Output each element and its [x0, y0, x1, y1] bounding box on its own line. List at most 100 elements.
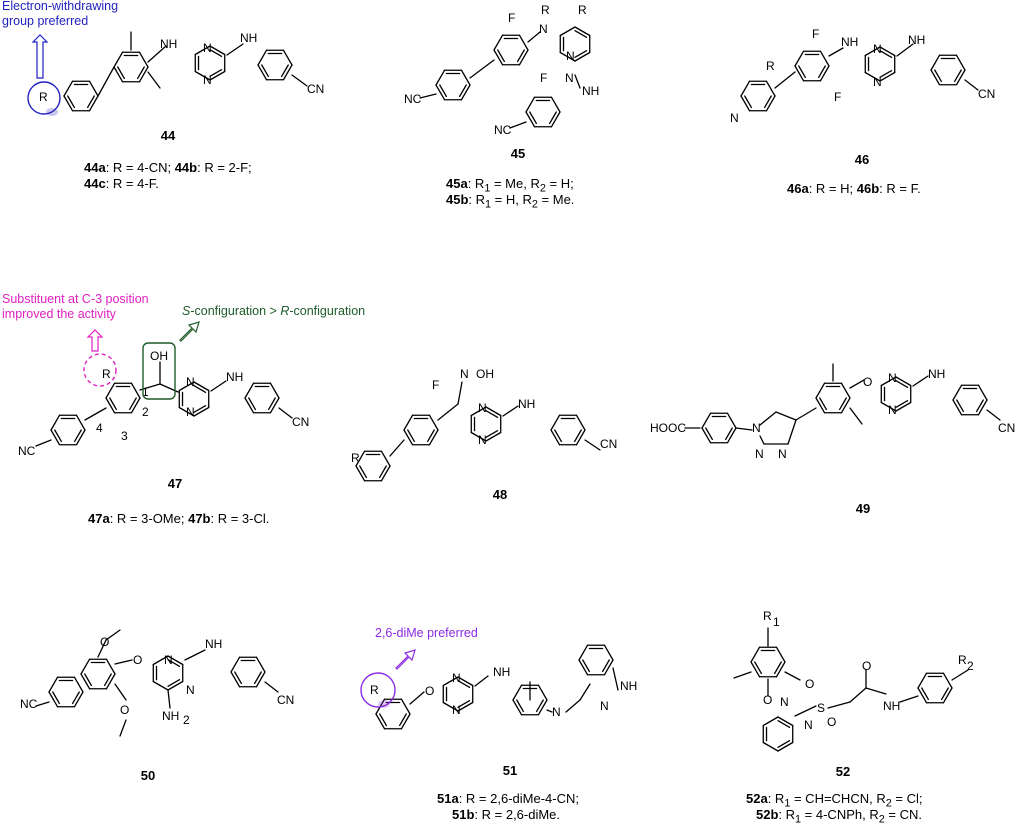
text-52a-end: = Cl; [891, 791, 923, 806]
bond-lines [35, 26, 1001, 752]
ring-46-c [930, 69, 941, 86]
sub-52a-1: 1 [784, 797, 791, 810]
sub-45a-2: 2 [539, 182, 546, 195]
bond-51-nh [474, 675, 489, 687]
ring-49-b [840, 397, 851, 414]
ring-44-pyrimidine [209, 70, 226, 81]
ring-51-a [375, 713, 386, 730]
atom-50-o2: O [120, 703, 129, 717]
atom-51-nh: NH [493, 665, 510, 679]
atom-44-n1: N [203, 41, 212, 55]
ring-49-b [815, 397, 826, 414]
text-51b: : R = 2,6-diMe. [474, 807, 561, 822]
ring-51-indazole-benz [601, 659, 610, 673]
ring-45-a [439, 84, 448, 98]
ring-50-c [255, 656, 266, 673]
ring-52-a [773, 661, 782, 675]
ring-46-b [794, 65, 805, 82]
label-52b: 52b [756, 807, 779, 822]
ring-51-piperidine [512, 699, 523, 716]
bond-50-ome1 [97, 639, 107, 658]
ring-48-a [355, 450, 366, 467]
ring-47-a [75, 429, 86, 446]
ring-44-b [138, 51, 149, 68]
ring-48-c [550, 414, 561, 431]
atom-47-n1: N [186, 375, 195, 389]
atom-48-n2: N [478, 433, 487, 447]
dime-preferred-note: 2,6-diMe preferred [375, 626, 478, 641]
atom-51-pip-n: N [552, 705, 561, 719]
sub-52b-2: 2 [878, 813, 885, 826]
caption-52-line1: 52a: R1 = CH=CHCN, R2 = Cl; [746, 791, 922, 812]
text-52a-r: : R [767, 791, 785, 806]
ring-44-b [113, 51, 124, 68]
atom-48-n1: N [478, 401, 487, 415]
text-52b-end: = CN. [884, 807, 922, 822]
ring-44-c [261, 64, 270, 78]
ring-50-a [52, 691, 61, 705]
ew-glow [46, 108, 58, 116]
atom-46-nh: NH [841, 35, 858, 49]
ring-50-b [103, 673, 112, 687]
atom-49-nh: NH [928, 367, 945, 381]
ring-51-piperidine [512, 684, 523, 701]
bond-51-ind-n [612, 667, 619, 691]
bond-49-tz1 [759, 411, 777, 426]
atom-52-r1-sub: 1 [773, 615, 780, 629]
ring-51-pyrimidine [457, 701, 474, 712]
c3-dashed-circle [83, 353, 117, 387]
ring-44-a [86, 95, 95, 109]
ring-46-b [817, 65, 826, 79]
atom-48-r: R [351, 451, 360, 465]
bond-44-nh2 [226, 43, 244, 56]
ring-45-pyrimidine [559, 51, 576, 62]
atom-46-f2: F [834, 90, 841, 104]
atom-44-nh: NH [160, 37, 177, 51]
atom-44-cn: CN [307, 82, 324, 96]
compound-50-number: 50 [140, 768, 156, 783]
ring-49-a [701, 427, 712, 444]
text-52a-mid: = CH=CHCN, R [790, 791, 886, 806]
atom-50-nh2-sub: 2 [183, 713, 190, 727]
ring-49-b [819, 397, 828, 411]
ring-52-b [940, 687, 949, 701]
bond-48-cn2 [584, 439, 601, 451]
atom-51-pyr-n1: N [452, 671, 461, 685]
text-51a: : R = 2,6-diMe-4-CN; [458, 791, 579, 806]
electron-withdrawing-note: Electron-withdrawing group preferred [2, 0, 118, 29]
atom-52-pyr-n1: N [780, 695, 789, 709]
bond-44-nh [147, 45, 167, 63]
ring-45-c [525, 96, 536, 113]
atom-50-pyr-n2: N [186, 683, 195, 697]
ring-46-c [934, 69, 943, 83]
atom-46-n2: N [873, 75, 882, 89]
ring-47-b [128, 397, 137, 411]
ring-44-pyrimidine [194, 70, 211, 81]
ring-46-b [819, 50, 830, 67]
s-rest: -configuration > [190, 304, 281, 318]
ring-51-a [379, 713, 388, 727]
ring-45-a [435, 69, 446, 86]
bond-50-nc [35, 701, 50, 707]
ring-52-pyrimidine [762, 741, 779, 752]
ring-44-pyrimidine [209, 68, 223, 77]
ring-51-a [400, 713, 411, 730]
ring-48-b [407, 429, 416, 443]
caption-52-line2: 52b: R1 = 4-CNPh, R2 = CN. [756, 807, 922, 828]
atom-49-cn: CN [998, 421, 1015, 435]
ring-52-pyrimidine [777, 741, 794, 752]
bond-47-biaryl [84, 407, 107, 421]
ring-52-a [775, 661, 786, 678]
atom-44-n2: N [203, 73, 212, 87]
ring-46-b [819, 65, 830, 82]
ring-50-a [73, 676, 84, 693]
ring-45-c [550, 111, 561, 128]
ring-52-a [775, 646, 786, 663]
caption-45-line1: 45a: R1 = Me, R2 = H; [446, 176, 574, 197]
text-45a-end: = H; [545, 176, 574, 191]
ring-49-c [977, 399, 988, 416]
atom-45-pyr-n2: N [565, 71, 574, 85]
ring-51-piperidine [516, 699, 525, 713]
label-45b: 45b [446, 192, 469, 207]
